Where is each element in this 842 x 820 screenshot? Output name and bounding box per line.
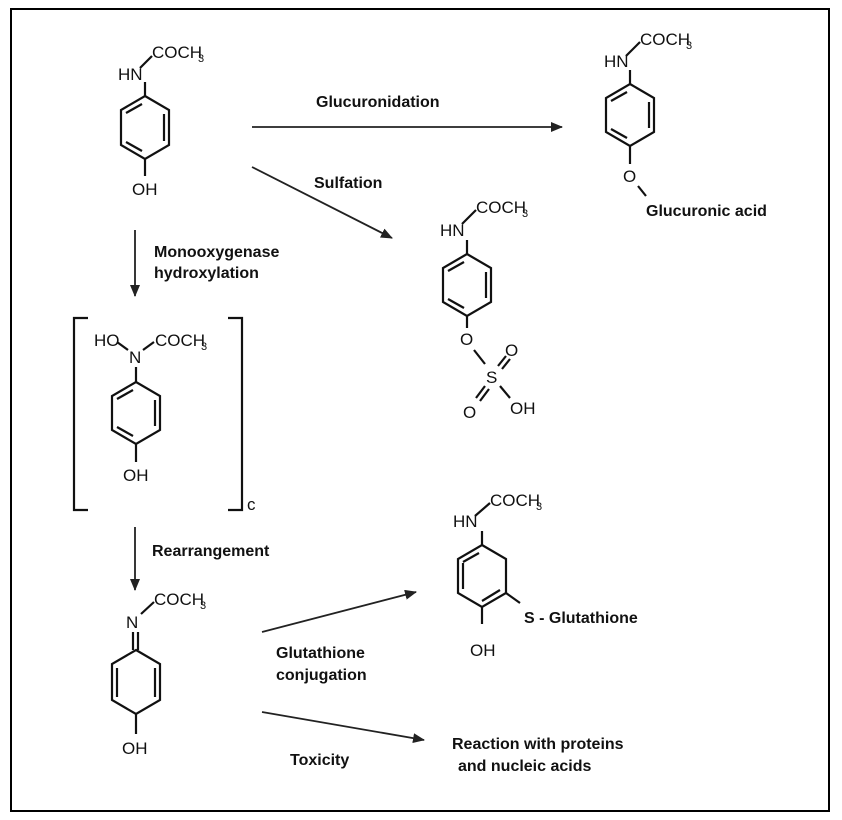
hydroxylation-label: hydroxylation [154, 265, 259, 282]
atom-label: O [463, 403, 476, 422]
sulfation-arrow [251, 166, 393, 239]
glutathione-label: Glutathione [276, 645, 365, 662]
glutathione-conjugate-structure: HN COCH 3 S - Glutathione OH [453, 491, 638, 660]
atom-label: OH [470, 641, 496, 660]
atom-subscript: 3 [200, 600, 206, 612]
conjugation-label: conjugation [276, 667, 367, 684]
atom-label: HN [604, 52, 629, 71]
atom-subscript: 3 [522, 208, 528, 220]
atom-label: O [505, 341, 518, 360]
atom-label: HN [440, 221, 465, 240]
rearrangement-label: Rearrangement [152, 543, 270, 560]
toxicity-label: Toxicity [290, 752, 349, 769]
atom-label: HN [453, 512, 478, 531]
atom-label: S [486, 368, 497, 387]
glutathione-arrow [261, 589, 417, 633]
atom-label: COCH [152, 43, 202, 62]
napqi-structure: N COCH 3 OH [110, 590, 206, 758]
acetaminophen-structure: HN COCH 3 OH [118, 43, 204, 199]
atom-label: OH [122, 739, 148, 758]
diagram-frame [10, 8, 830, 812]
glucuronidation-label: Glucuronidation [316, 94, 440, 111]
atom-label: COCH [155, 331, 205, 350]
toxicity-arrow [261, 711, 425, 744]
atom-label: N [129, 348, 141, 367]
atom-label: OH [132, 180, 158, 199]
atom-label: COCH [640, 30, 690, 49]
outcome-label-line1: Reaction with proteins [452, 736, 624, 753]
atom-subscript: 3 [201, 341, 207, 353]
atom-label: HO [94, 331, 120, 350]
atom-label: N [126, 613, 138, 632]
atom-subscript: 3 [686, 40, 692, 52]
sulfation-label: Sulfation [314, 175, 382, 192]
monooxygenase-label: Monooxygenase [154, 244, 279, 261]
atom-label: COCH [476, 198, 526, 217]
glucuronide-structure: HN COCH 3 O Glucuronic acid [604, 30, 767, 220]
atom-label: OH [123, 466, 149, 485]
atom-label: O [623, 167, 636, 186]
atom-label: HN [118, 65, 143, 84]
outcome-label-line2: and nucleic acids [458, 758, 591, 775]
atom-label: O [460, 330, 473, 349]
atom-label: OH [510, 399, 536, 418]
atom-label: COCH [154, 590, 204, 609]
bracket-note: c [247, 495, 256, 514]
atom-subscript: 3 [536, 501, 542, 513]
glucuronic-acid-label: Glucuronic acid [646, 203, 767, 220]
sulfate-conjugate-structure: HN COCH 3 O S O O OH [440, 198, 536, 422]
n-hydroxy-intermediate-structure: c HO N COCH 3 OH [72, 316, 256, 514]
atom-subscript: 3 [198, 53, 204, 65]
atom-label: COCH [490, 491, 540, 510]
glutathione-substituent-label: S - Glutathione [524, 610, 638, 627]
